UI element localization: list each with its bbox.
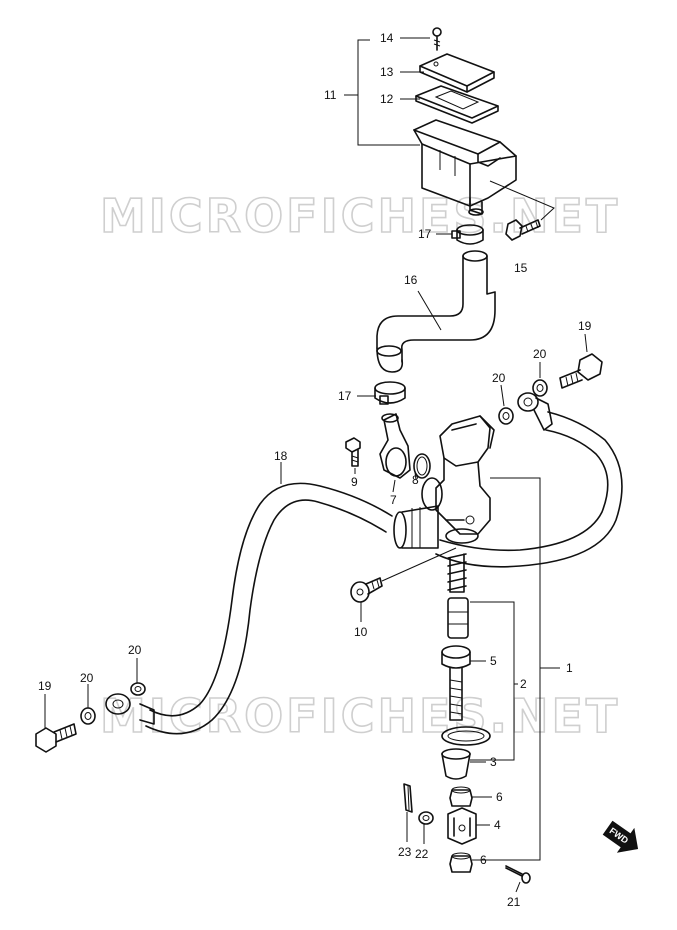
part-19-banjo-bolt-left [35,723,77,753]
part-21-pin [505,865,531,884]
part-13-cap [419,53,495,93]
part-22-washer [418,811,434,825]
callout-3: 3 [490,755,497,769]
part-banjo-fitting-right [517,392,553,431]
callout-17b: 17 [338,389,352,403]
watermark-top: MICROFICHES.NET [100,189,620,243]
part-7-inlet-fitting [379,413,411,479]
part-6-nut-lower [449,852,473,873]
part-banjo-fitting-left [105,693,155,725]
part-9-screw [345,437,361,467]
callout-11: 11 [324,88,337,102]
part-20-washer-l1 [130,682,146,696]
callout-20a: 20 [492,371,506,385]
part-11-reservoir [413,119,517,216]
callout-8: 8 [412,473,419,487]
part-piston [447,597,469,639]
callout-17a: 17 [418,227,432,241]
callout-1: 1 [566,661,573,675]
callout-4: 4 [494,818,501,832]
part-20-washer-r1 [498,407,514,425]
part-20-washer-l2 [80,707,96,725]
part-circlip [441,726,491,746]
callout-5: 5 [490,654,497,668]
part-12-diaphragm [415,85,499,124]
part-6-nut-upper [449,786,473,807]
callout-6a: 6 [496,790,503,804]
bracket-2 [470,601,515,761]
callout-7: 7 [390,493,397,507]
part-23-cotter-pin [403,783,413,813]
leader-reservoir-bolt [489,180,555,221]
callout-14: 14 [380,31,394,45]
part-spring [447,553,467,593]
callout-18: 18 [274,449,288,463]
callout-9: 9 [351,475,358,489]
bracket-1 [478,477,541,861]
part-15-bolt [505,219,541,241]
part-4-clevis [447,807,477,845]
master-cylinder-body [393,415,495,549]
part-8-o-ring [413,453,431,479]
callout-16: 16 [404,273,418,287]
watermark-bottom: MICROFICHES.NET [100,689,620,743]
part-16-hose [376,250,496,373]
fwd-arrow-icon: FWD [602,820,639,853]
callout-10: 10 [354,625,368,639]
callout-12: 12 [380,92,394,106]
hose-right [435,411,623,568]
callout-23: 23 [398,845,412,859]
part-10-bolt [350,577,383,603]
callout-19a: 19 [578,319,592,333]
part-20-washer-r2 [532,379,548,397]
part-17-clip-upper [451,224,484,245]
callout-20b: 20 [533,347,547,361]
callout-21: 21 [507,895,521,909]
callout-2: 2 [520,677,527,691]
callout-20c: 20 [128,643,142,657]
part-17-clip-lower [374,381,406,405]
callout-20d: 20 [80,671,94,685]
callout-13: 13 [380,65,394,79]
bracket-11 [357,39,420,146]
callout-15: 15 [514,261,528,275]
part-18-hose [145,482,393,735]
part-19-banjo-bolt-right [559,353,603,389]
callout-6b: 6 [480,853,487,867]
part-3-boot [441,748,471,780]
callout-22: 22 [415,847,429,861]
part-14-screw [432,27,442,51]
part-5-push-rod [441,645,471,721]
callout-19b: 19 [38,679,52,693]
